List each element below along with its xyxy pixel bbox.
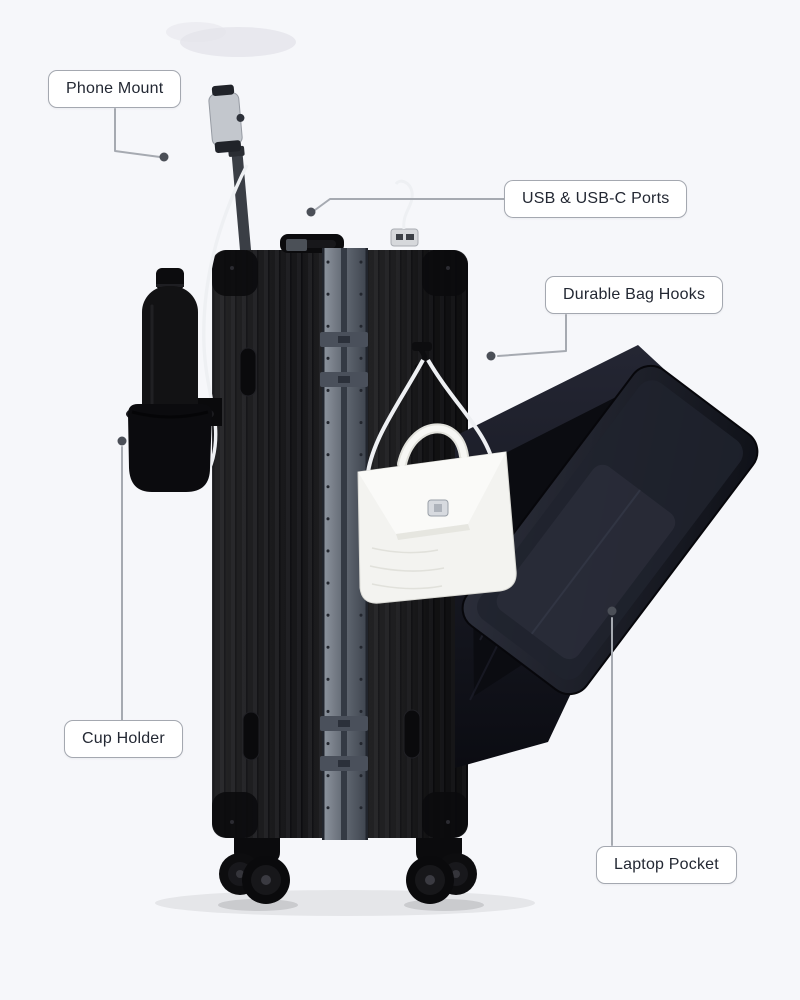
callout-laptop-pocket: Laptop Pocket	[596, 846, 737, 884]
connector-bag-hooks	[497, 314, 567, 357]
callout-dots	[117, 152, 617, 616]
callout-cup-holder: Cup Holder	[64, 720, 183, 758]
dot-phone-mount	[159, 152, 169, 162]
dot-cup-holder	[117, 436, 127, 446]
laptop-pocket-flap	[461, 364, 759, 696]
frame-hinges	[320, 332, 368, 771]
suitcase-body	[212, 228, 468, 840]
spinner-wheels	[219, 838, 477, 904]
telescoping-handle	[208, 84, 252, 256]
dot-usb-ports	[306, 207, 316, 217]
cup-holder-assembly	[126, 268, 222, 492]
connector-phone-mount	[114, 108, 161, 158]
callout-usb-ports: USB & USB-C Ports	[504, 180, 688, 218]
usb-ports-module	[390, 228, 419, 247]
connector-usb-ports	[314, 198, 505, 211]
dot-laptop-pocket	[607, 606, 617, 616]
callout-phone-mount: Phone Mount	[48, 70, 182, 108]
callout-bag-hooks: Durable Bag Hooks	[545, 276, 724, 314]
handbag	[357, 423, 517, 604]
dot-bag-hooks	[486, 351, 496, 361]
callout-connectors	[114, 108, 613, 846]
phone-mount-hardware	[208, 84, 245, 153]
